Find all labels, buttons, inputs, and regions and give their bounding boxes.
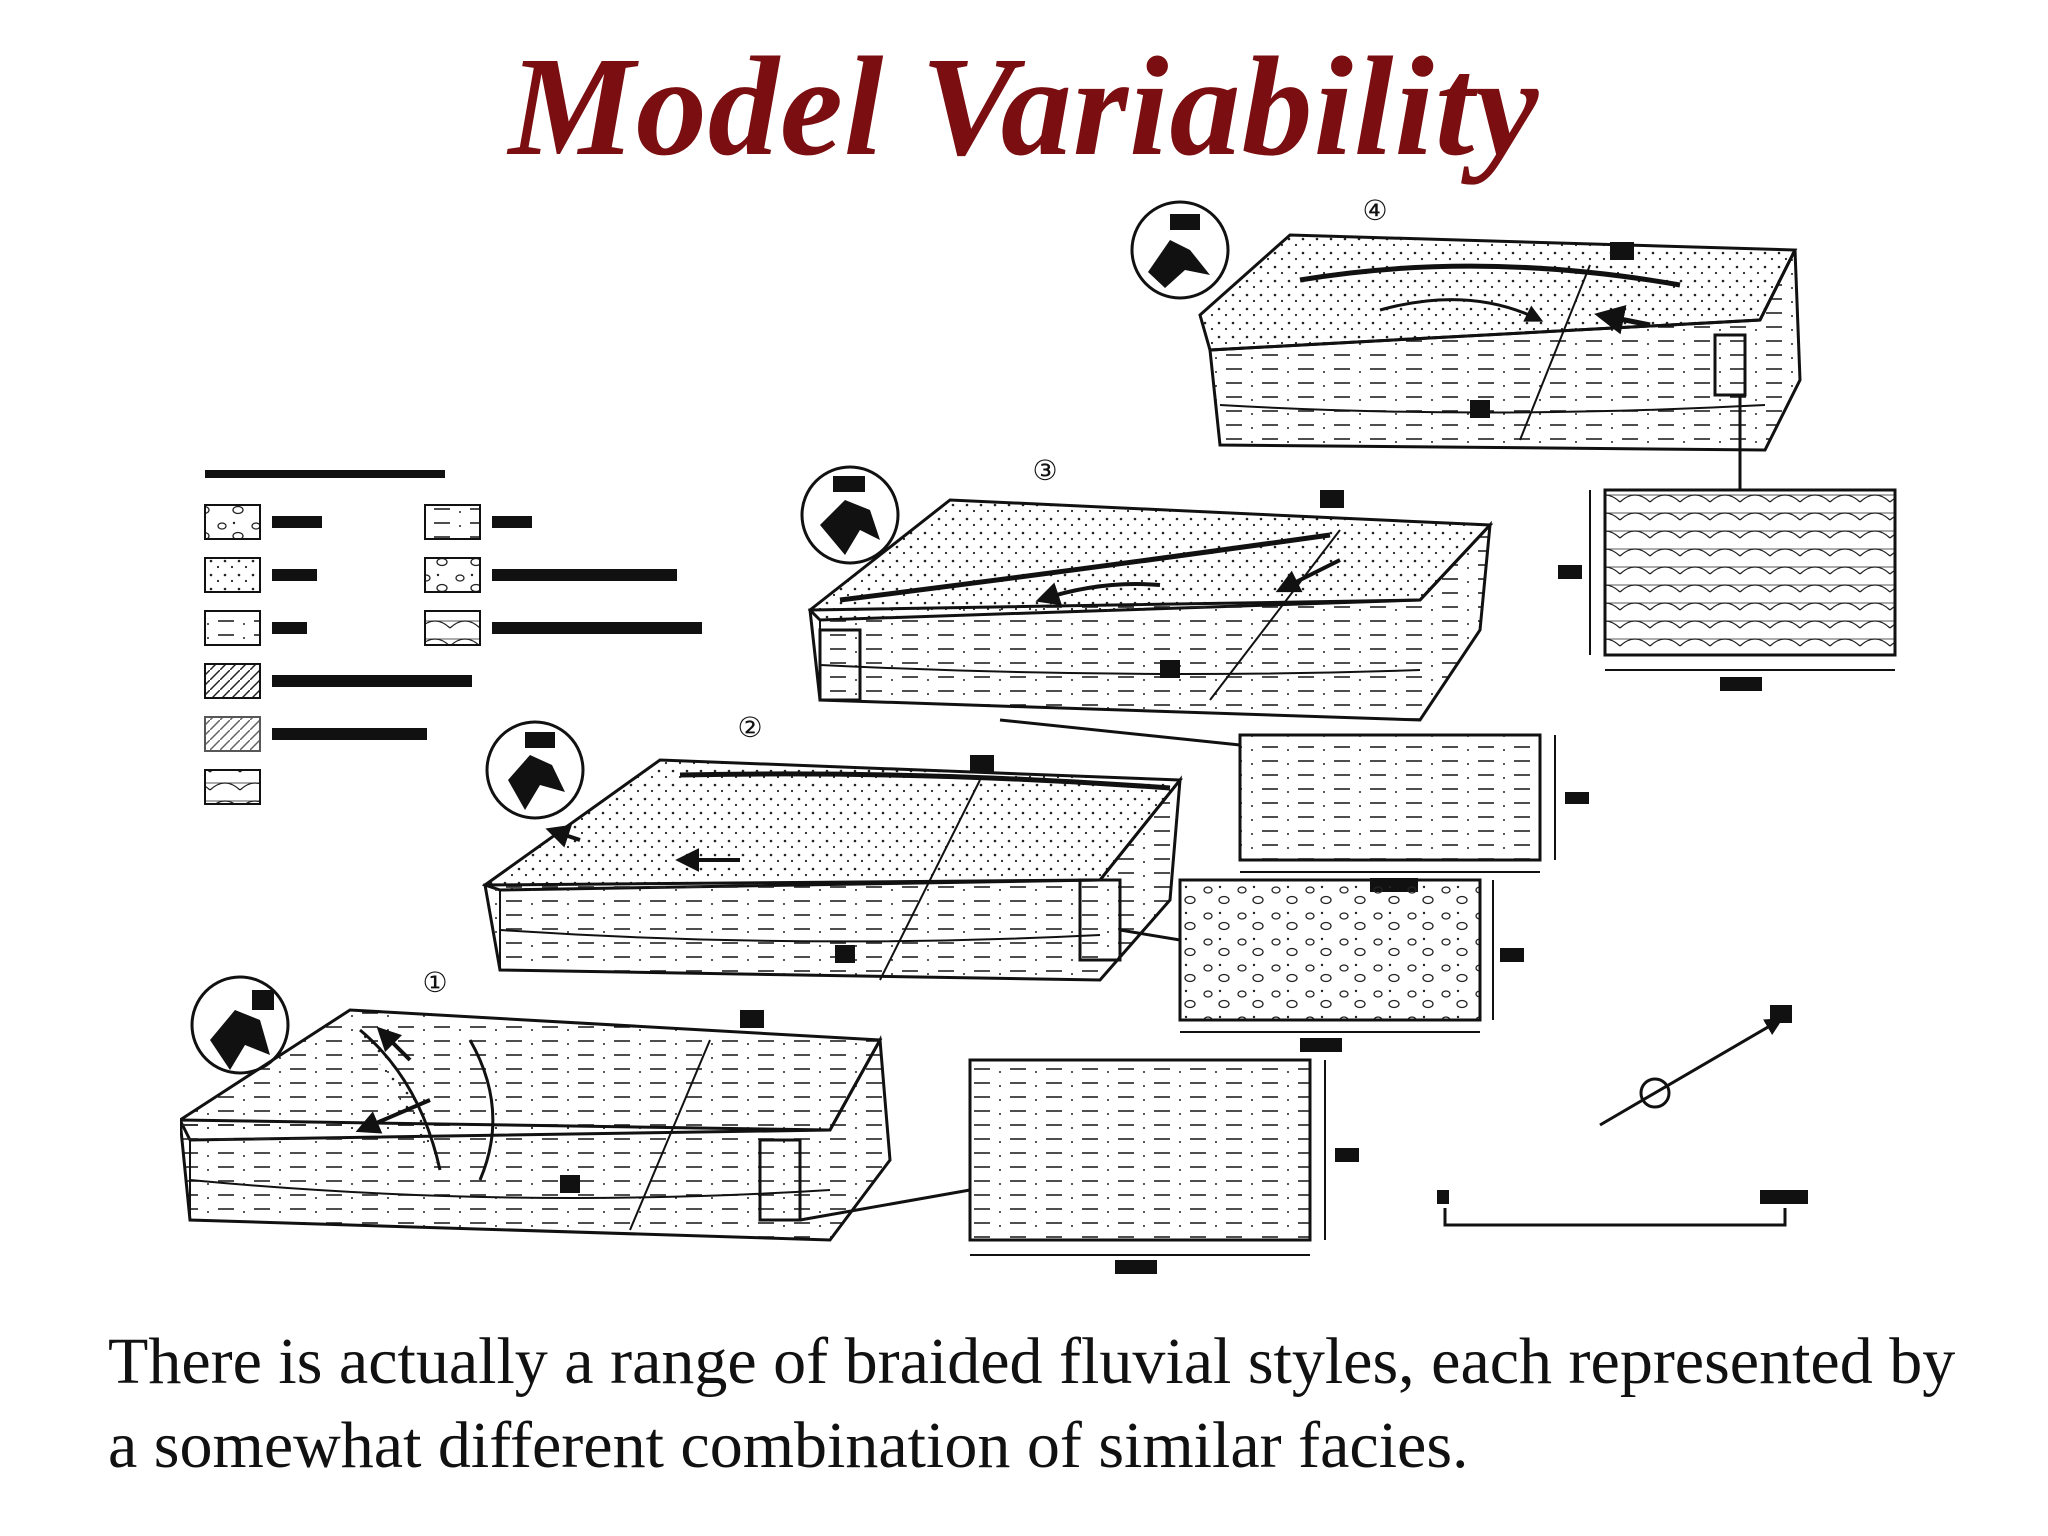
block-diagram-4: ④ <box>1130 195 1802 452</box>
legend-row-6 <box>204 769 261 805</box>
flow-compass-4 <box>1130 200 1230 300</box>
detail-section-3 <box>999 718 1589 892</box>
legend-row-3 <box>204 610 702 646</box>
detail-section-4 <box>1558 395 1897 691</box>
braided-fluvial-block-diagrams: ④ ③ <box>180 195 1897 1274</box>
block-diagram-2: ② <box>481 712 1184 982</box>
legend-row-1 <box>204 504 532 540</box>
flow-compass-3 <box>800 465 900 565</box>
facies-legend <box>204 470 702 805</box>
scale-bar <box>1437 1190 1808 1227</box>
block-diagram-3: ③ <box>800 455 1494 722</box>
model-number-1: ① <box>422 967 447 998</box>
slide-caption: There is actually a range of braided flu… <box>108 1325 1956 1482</box>
detail-section-1 <box>799 1058 1359 1274</box>
legend-row-5 <box>204 716 427 752</box>
north-arrow <box>1599 1005 1792 1127</box>
block-diagram-1: ① <box>180 967 892 1242</box>
model-number-3: ③ <box>1032 455 1057 486</box>
detail-section-2 <box>1119 878 1524 1052</box>
legend-row-2 <box>204 557 677 593</box>
slide-title: Model Variability <box>508 27 1540 185</box>
flow-compass-1 <box>190 975 290 1075</box>
model-number-2: ② <box>737 712 762 743</box>
legend-row-4 <box>204 663 472 699</box>
flow-compass-2 <box>485 720 585 820</box>
model-number-4: ④ <box>1362 195 1387 226</box>
